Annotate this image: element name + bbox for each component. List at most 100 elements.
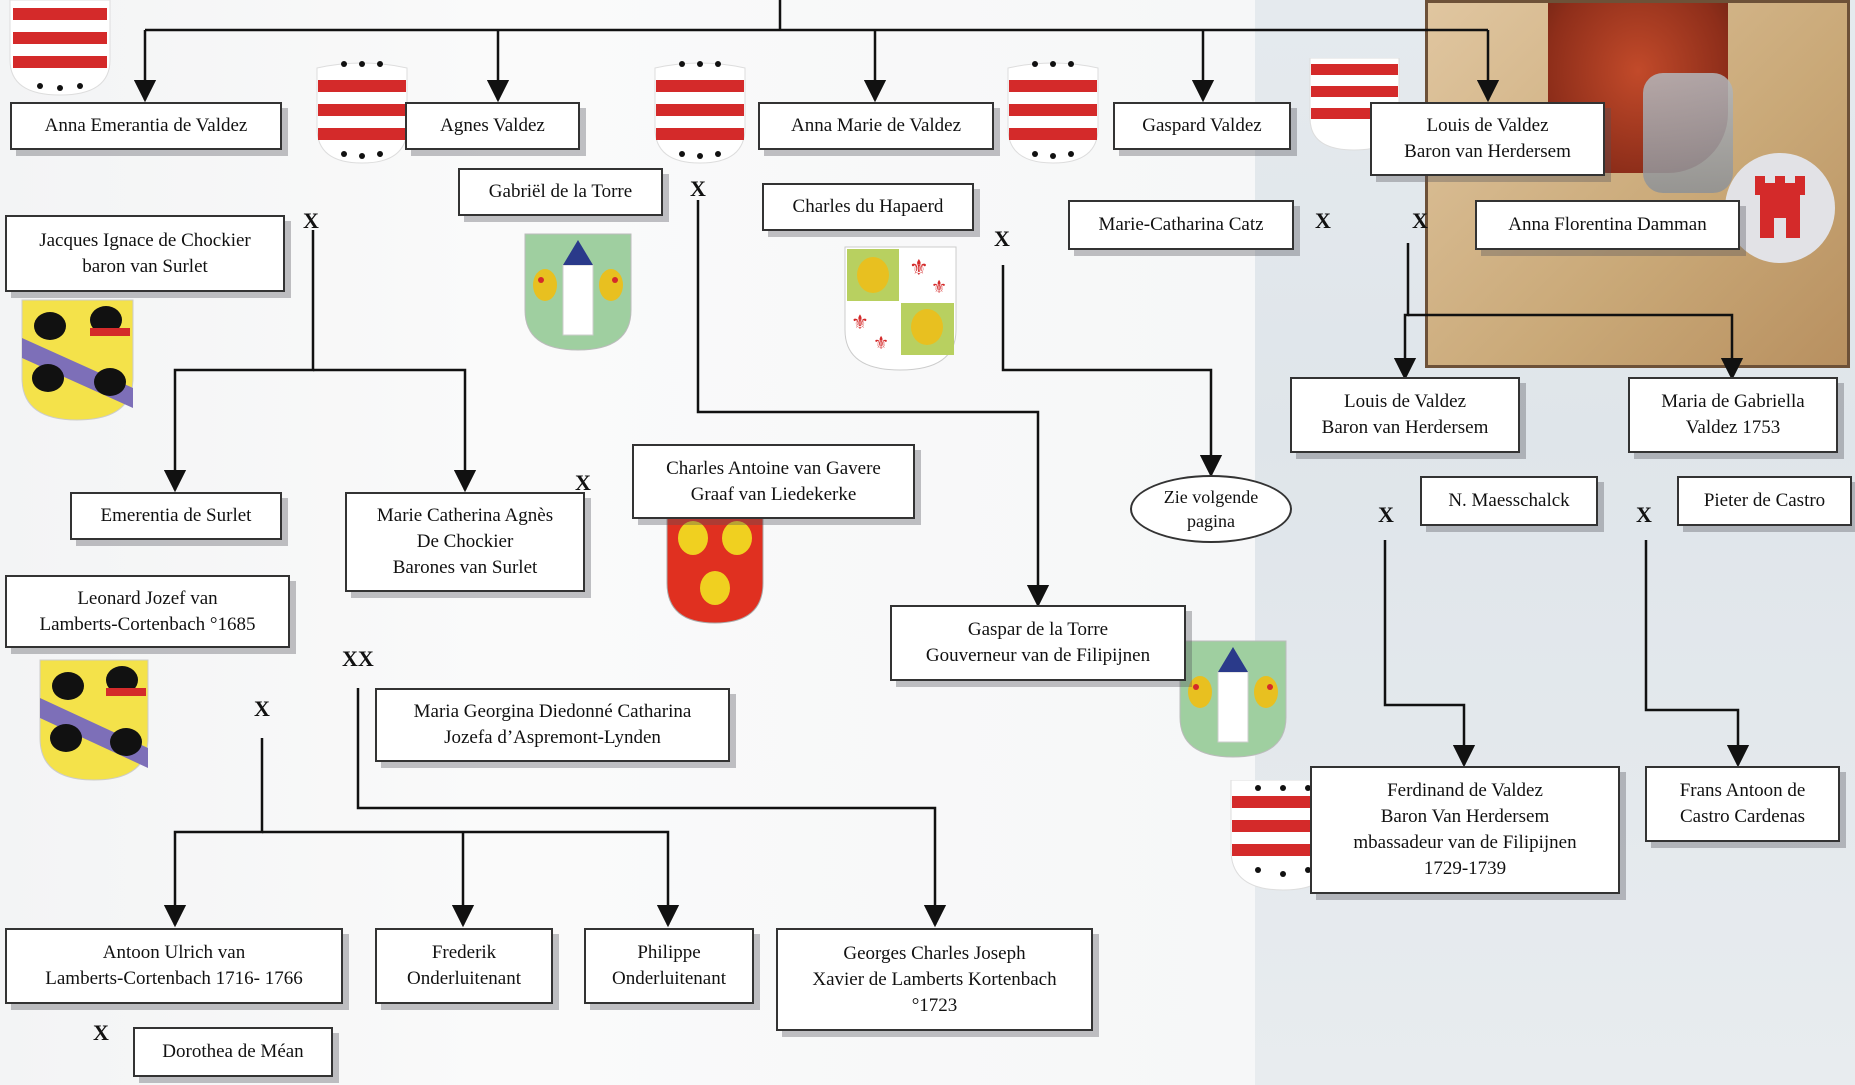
marriage-mark: X xyxy=(1378,502,1394,527)
person-title-line: Onderluitenant xyxy=(612,968,726,989)
person-emerentia: Emerentia de Surlet xyxy=(70,492,282,540)
marriage-mark: X xyxy=(1315,208,1331,233)
person-name-line: Charles Antoine van Gavere xyxy=(666,457,881,479)
person-maria-gabriella: Maria de Gabriella Valdez 1753 xyxy=(1628,377,1838,453)
person-name-line: De Chockier xyxy=(416,531,514,552)
person-name: Dorothea de Méan xyxy=(162,1041,304,1062)
eagles-coat-icon xyxy=(21,299,134,421)
second-marriage-mark: XX xyxy=(342,646,374,671)
person-name: Charles du Hapaerd xyxy=(792,196,944,217)
tower-badge-icon xyxy=(1725,153,1835,263)
marriage-mark: X xyxy=(575,470,591,495)
person-gaspard: Gaspard Valdez xyxy=(1113,102,1291,150)
person-name-line: Louis de Valdez xyxy=(1426,115,1549,136)
valdez-coat-icon xyxy=(9,0,111,96)
person-gabriel: Gabriël de la Torre xyxy=(458,168,663,216)
person-antoon: Antoon Ulrich van Lamberts-Cortenbach 17… xyxy=(5,928,343,1004)
svg-text:⚜: ⚜ xyxy=(909,255,929,280)
person-n-maesschalck: N. Maesschalck xyxy=(1420,476,1598,526)
person-charles-hapaerd: Charles du Hapaerd xyxy=(762,183,974,231)
marriage-mark: X xyxy=(303,208,319,233)
person-name: N. Maesschalck xyxy=(1448,490,1570,511)
person-anna-florentina: Anna Florentina Damman xyxy=(1475,200,1740,250)
person-philippe: Philippe Onderluitenant xyxy=(584,928,754,1004)
marriage-mark: X xyxy=(994,226,1010,251)
svg-text:⚜: ⚜ xyxy=(873,333,889,353)
person-frederik: Frederik Onderluitenant xyxy=(375,928,553,1004)
person-title-line: Onderluitenant xyxy=(407,968,521,989)
person-louis-baron-1: Louis de Valdez Baron van Herdersem xyxy=(1370,102,1605,176)
person-ferdinand: Ferdinand de Valdez Baron Van Herdersem … xyxy=(1310,766,1620,894)
person-maria-georgina: Maria Georgina Diedonné Catharina Jozefa… xyxy=(375,688,730,762)
person-title-line: baron van Surlet xyxy=(82,255,208,277)
person-title-line: Barones van Surlet xyxy=(392,557,538,578)
person-title-line: Baron van Herdersem xyxy=(1404,141,1571,162)
marriage-mark: X xyxy=(254,696,270,721)
see-next-page-line: pagina xyxy=(1187,511,1235,531)
person-georges: Georges Charles Joseph Xavier de Lambert… xyxy=(776,928,1093,1031)
person-name: Marie-Catharina Catz xyxy=(1098,214,1264,235)
person-name-line: Georges Charles Joseph xyxy=(843,942,1026,964)
person-name: Pieter de Castro xyxy=(1703,490,1826,511)
person-pieter: Pieter de Castro xyxy=(1677,476,1852,526)
see-next-page-line: Zie volgende xyxy=(1163,487,1259,507)
person-anna-emerantia: Anna Emerantia de Valdez xyxy=(10,102,282,150)
person-name: Gaspard Valdez xyxy=(1142,115,1262,136)
person-name-line: Ferdinand de Valdez xyxy=(1387,780,1543,801)
person-name: Anna Florentina Damman xyxy=(1508,214,1707,235)
person-name-line: Frans Antoon de xyxy=(1679,780,1806,801)
person-name-line: Xavier de Lamberts Kortenbach xyxy=(812,968,1057,990)
marriage-mark: X xyxy=(93,1020,109,1045)
marriage-mark: X xyxy=(1636,502,1652,527)
valdez-coat-icon xyxy=(316,61,408,164)
person-dorothea: Dorothea de Méan xyxy=(133,1027,333,1077)
person-gaspar-de-la-torre: Gaspar de la Torre Gouverneur van de Fil… xyxy=(890,605,1186,681)
person-marie-catherina: Marie Catherina Agnès De Chockier Barone… xyxy=(345,492,585,592)
person-title-line: Lamberts-Cortenbach °1685 xyxy=(39,613,256,635)
person-name-line: Maria de Gabriella xyxy=(1661,391,1805,412)
person-title-line: Baron van Herdersem xyxy=(1321,417,1489,438)
person-name-line: Philippe xyxy=(637,942,701,963)
person-name-line: Gaspar de la Torre xyxy=(967,619,1109,640)
person-name: Emerentia de Surlet xyxy=(100,505,252,526)
person-name-line: Antoon Ulrich van xyxy=(102,942,246,963)
svg-text:⚜: ⚜ xyxy=(851,312,869,334)
person-title-line: mbassadeur van de Filipijnen xyxy=(1353,832,1577,853)
person-name-line: Jacques Ignace de Chockier xyxy=(39,229,251,251)
person-name: Gabriël de la Torre xyxy=(488,181,633,202)
person-name: Anna Emerantia de Valdez xyxy=(44,115,248,136)
person-frans: Frans Antoon de Castro Cardenas xyxy=(1645,766,1840,842)
person-name: Agnes Valdez xyxy=(440,115,545,136)
person-name-line: Jozefa d’Aspremont-Lynden xyxy=(444,727,661,748)
marriage-mark: X xyxy=(1412,208,1428,233)
eagles-coat-icon xyxy=(39,659,149,781)
valdez-coat-icon xyxy=(654,61,746,164)
see-next-page-link[interactable]: Zie volgende pagina xyxy=(1130,475,1292,543)
valdez-coat-icon xyxy=(1007,61,1099,164)
person-title-line: Baron Van Herdersem xyxy=(1380,806,1550,827)
person-dates: °1723 xyxy=(911,994,958,1016)
person-dates: 1729-1739 xyxy=(1423,858,1507,879)
person-name: Anna Marie de Valdez xyxy=(790,115,962,136)
person-name-line: Frederik xyxy=(431,942,497,963)
person-name-line: Louis de Valdez xyxy=(1343,391,1467,412)
person-title-line: Gouverneur van de Filipijnen xyxy=(925,645,1151,666)
person-agnes: Agnes Valdez xyxy=(405,102,580,150)
person-title-line: Graaf van Liedekerke xyxy=(690,483,857,505)
person-jacques: Jacques Ignace de Chockier baron van Sur… xyxy=(5,215,285,292)
person-charles-antoine: Charles Antoine van Gavere Graaf van Lie… xyxy=(632,444,915,519)
lions-coat-icon xyxy=(666,509,764,624)
lions-lilies-coat-icon: ⚜⚜ ⚜⚜ xyxy=(844,246,957,371)
person-name-line: Marie Catherina Agnès xyxy=(376,505,554,526)
person-name-line: Lamberts-Cortenbach 1716- 1766 xyxy=(45,968,303,989)
person-marie-catharina-catz: Marie-Catharina Catz xyxy=(1068,200,1294,250)
tower-coat-icon xyxy=(524,233,632,351)
portrait-sleeve xyxy=(1643,73,1733,193)
person-name-line: Castro Cardenas xyxy=(1679,806,1806,827)
person-name-line: Maria Georgina Diedonné Catharina xyxy=(413,701,692,722)
svg-text:⚜: ⚜ xyxy=(931,277,947,297)
person-title-line: Valdez 1753 xyxy=(1685,417,1781,438)
person-louis-baron-2: Louis de Valdez Baron van Herdersem xyxy=(1290,377,1520,453)
marriage-mark: X xyxy=(690,176,706,201)
